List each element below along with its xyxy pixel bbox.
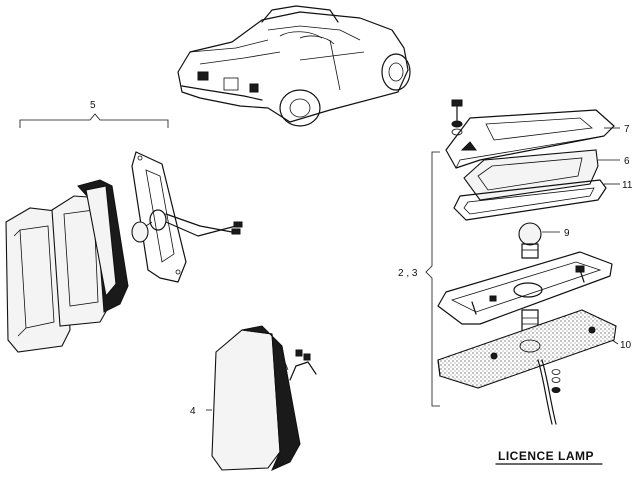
car-illustration (177, 5, 411, 127)
diagram-title: LICENCE LAMP (498, 449, 594, 463)
callout-6: 6 (624, 156, 630, 167)
callout-4: 4 (190, 406, 196, 417)
group-bracket-5 (19, 113, 169, 128)
callout-7: 7 (624, 124, 630, 135)
licence-lamp-exploded (425, 99, 620, 425)
callout-9: 9 (564, 228, 570, 239)
callout-11: 11 (622, 180, 633, 191)
callout-10: 10 (620, 340, 632, 351)
rear-lamp-exploded (5, 151, 243, 353)
callout-5: 5 (90, 100, 96, 111)
rear-lamp-assembled (206, 325, 317, 471)
callout-2-3: 2 , 3 (398, 268, 418, 279)
